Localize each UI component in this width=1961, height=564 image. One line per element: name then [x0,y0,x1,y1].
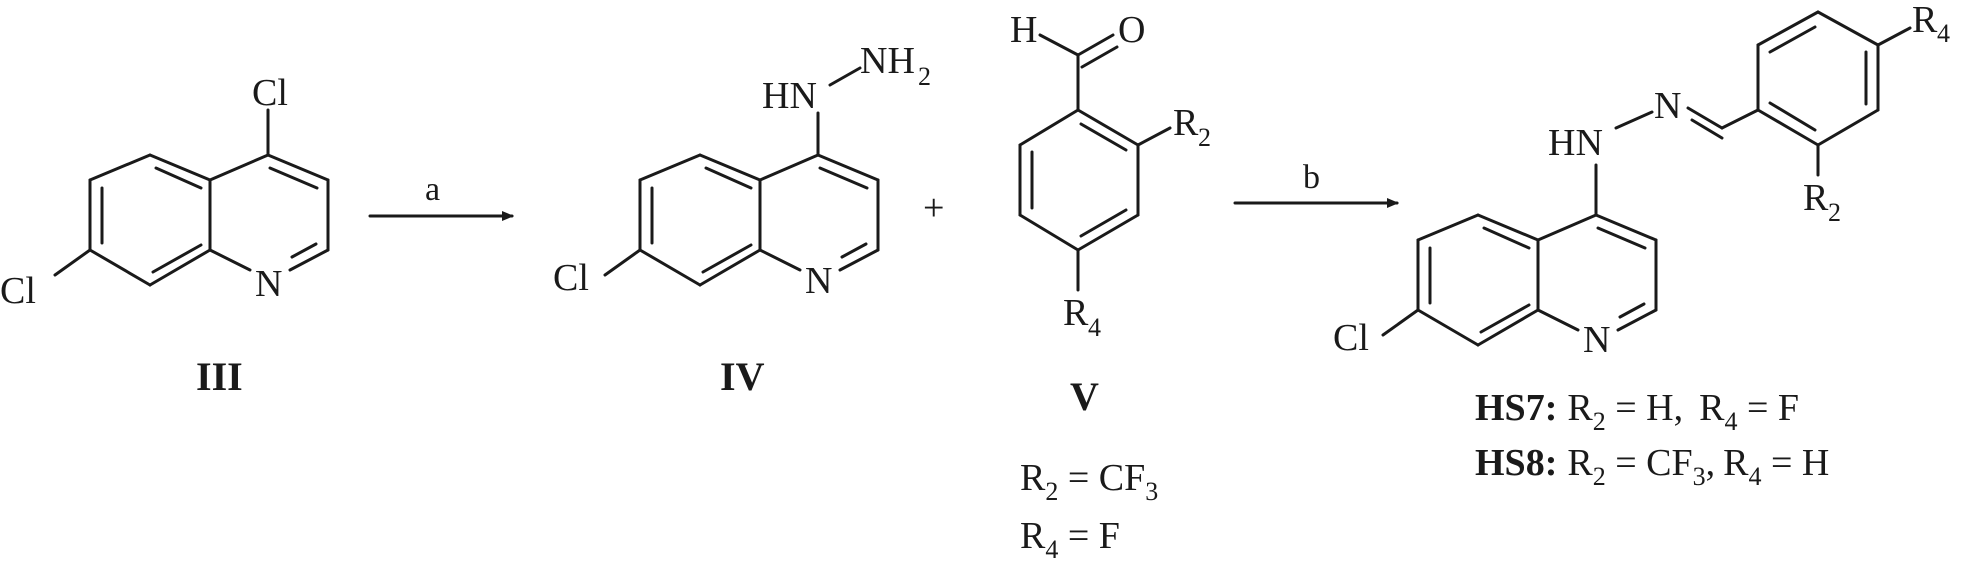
compound-v-r2-definition: R2 = CF3 [1020,457,1158,506]
product-imine-n: N [1654,85,1681,127]
compound-iii-cl4: Cl [252,72,288,114]
product-r4-subscript: 4 [1937,19,1950,48]
plus-sign: + [923,187,944,229]
compound-v-r2-subscript: 2 [1198,123,1211,152]
compound-v-r4-subscript: 4 [1088,313,1101,342]
compound-v-r2: R [1173,102,1199,144]
product-r4: R [1912,0,1938,41]
compound-iv-cl7: Cl [553,257,589,299]
compound-iv-hn: HN [762,75,817,117]
compound-v-r4-definition: R4 = F [1020,515,1120,564]
compound-v-r4: R [1063,292,1089,334]
product-cl7: Cl [1333,317,1369,359]
compound-v-substituents: R2 = CF3 R4 = F [1020,457,1158,564]
product-variant-hs7: HS7:R2 = H,R4 = F [1475,387,1799,436]
compound-v-h: H [1010,9,1037,51]
compound-v-structure: H O R 2 R 4 [1010,9,1211,342]
product-quinoline-n: N [1583,319,1610,361]
product-r2: R [1803,177,1829,219]
compound-iv-n: N [805,260,832,302]
product-structure: HN N R 4 R 2 Cl N [1333,0,1950,361]
compound-iv-nh-subscript: 2 [918,62,931,91]
compound-iii-cl7: Cl [0,270,36,312]
product-variants: HS7:R2 = H,R4 = F HS8:R2 = CF3,R4 = H [1475,387,1829,491]
product-variant-hs8: HS8:R2 = CF3,R4 = H [1475,442,1829,491]
product-hn: HN [1548,122,1603,164]
reaction-arrow-a-label: a [425,171,440,208]
compound-iv-label: IV [720,354,765,399]
compound-iii-n: N [255,263,282,305]
compound-v-o: O [1118,9,1145,51]
compound-v-label: V [1070,374,1099,419]
compound-iv-structure: HN NH 2 Cl N [553,40,931,302]
compound-iii-label: III [196,354,243,399]
compound-iv-nh: NH [860,40,915,82]
compound-iii-structure: Cl Cl N [0,72,330,312]
reaction-arrow-b-label: b [1303,159,1320,196]
product-r2-subscript: 2 [1828,198,1841,227]
